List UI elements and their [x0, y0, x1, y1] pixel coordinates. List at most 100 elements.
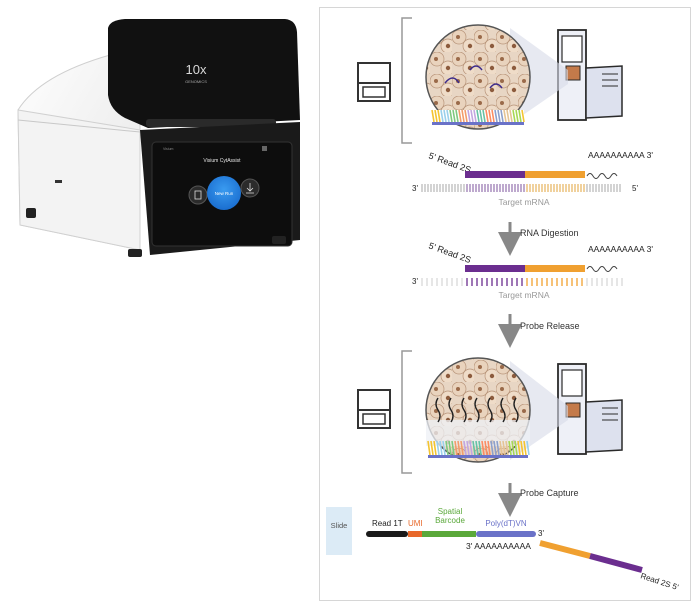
- barcode-stripe: [445, 440, 449, 456]
- barcode-stripe: [514, 440, 518, 456]
- barcode-stripe: [463, 440, 467, 456]
- barcode-stripe: [499, 440, 503, 456]
- barcode-stripe: [521, 109, 525, 123]
- instrument-foot: [272, 236, 286, 244]
- barcode-band: [431, 109, 525, 125]
- screen-title: Visium CytAssist: [203, 158, 241, 164]
- umi-label: UMI: [408, 519, 423, 528]
- digested-mrna-strand: [421, 278, 623, 286]
- umi-segment: [408, 531, 422, 537]
- workflow-diagram: 5' Read 2S AAAAAAAAAA 3' 3' 5' Target mR…: [326, 17, 680, 592]
- barcode-stripe: [497, 109, 501, 123]
- barcode-stripe: [442, 440, 446, 456]
- spatial-label: Spatial: [438, 507, 463, 516]
- step-probe-capture: Probe Capture: [520, 488, 579, 498]
- probe-tail: [586, 266, 618, 272]
- barcode-stripe: [461, 109, 465, 123]
- mrna-3prime: 3': [412, 184, 418, 193]
- poly-a-label: AAAAAAAAAA 3': [588, 244, 653, 254]
- barcode-stripe: [449, 109, 453, 123]
- cytassist-top-illustration: [357, 17, 623, 144]
- capture-area-bar: [432, 122, 524, 125]
- bracket: [401, 350, 412, 474]
- barcode-stripe: [493, 440, 497, 456]
- barcode-label: Barcode: [435, 516, 465, 525]
- new-run-button[interactable]: [207, 176, 241, 210]
- slide-icon: [357, 62, 391, 102]
- barcode-band: [427, 440, 530, 458]
- target-mrna-strand: [421, 184, 621, 192]
- barcode-stripe: [494, 109, 498, 123]
- barcode-stripe: [476, 109, 480, 123]
- barcode-stripe: [454, 440, 458, 456]
- polydt-label: Poly(dT)VN: [485, 519, 527, 528]
- read1t-segment: [366, 531, 408, 537]
- barcode-stripe: [523, 440, 527, 456]
- screen-corner-label: Visium: [163, 147, 174, 151]
- brand-logo: 10x: [186, 62, 207, 77]
- target-mrna-label: Target mRNA: [498, 197, 549, 207]
- mrna-3prime: 3': [412, 277, 418, 286]
- barcode-stripe: [478, 440, 482, 456]
- barcode-stripe: [467, 109, 471, 123]
- poly-a-label: AAAAAAAAAA 3': [588, 150, 653, 160]
- step-probe-release: Probe Release: [520, 321, 580, 331]
- barcode-stripe: [520, 440, 524, 456]
- read2s-end-label: Read 2S 5': [639, 571, 680, 592]
- released-probe: [448, 397, 454, 423]
- cytassist-release-illustration: [357, 350, 623, 474]
- barcode-stripe: [466, 440, 470, 456]
- document-icon[interactable]: [188, 185, 208, 205]
- released-probe: [513, 397, 519, 423]
- mrna-5prime: 5': [632, 184, 638, 193]
- barcode-stripe: [446, 109, 450, 123]
- slide-block: [326, 507, 352, 555]
- probe-purple-segment: [465, 265, 525, 272]
- slide-label: Slide: [331, 521, 348, 530]
- probe-purple-segment: [465, 171, 525, 178]
- barcode-stripe: [434, 109, 438, 123]
- released-probe: [474, 397, 480, 423]
- released-probe: [461, 397, 467, 423]
- cytassist-outline-icon: [557, 29, 623, 121]
- step-rna-digestion: RNA Digestion: [520, 228, 579, 238]
- capture-area-bar: [428, 455, 528, 458]
- new-run-label: New Run: [215, 191, 234, 196]
- barcode-stripe: [431, 109, 435, 123]
- instrument-front-panel: [108, 19, 300, 128]
- captured-orange-segment: [539, 540, 591, 559]
- barcode-stripe: [470, 109, 474, 123]
- polydt-segment: [476, 531, 536, 537]
- barcode-stripe: [505, 440, 509, 456]
- tissue-zoom-circle: [425, 357, 531, 463]
- three-prime-label: 3': [538, 529, 544, 538]
- released-probe: [487, 397, 493, 423]
- barcode-stripe: [457, 440, 461, 456]
- barcode-stripe: [439, 440, 443, 456]
- target-mrna-label: Target mRNA: [498, 290, 549, 300]
- side-port: [55, 180, 62, 183]
- barcode-stripe: [451, 440, 455, 456]
- cytassist-instrument: 10x GENOMICS Visium Visium CytAssist New…: [17, 19, 300, 257]
- barcode-stripe: [515, 109, 519, 123]
- barcode-stripe: [526, 440, 530, 456]
- probe-capture-schematic: Slide Read 1T UMI Spatial Barcode Poly(d…: [326, 507, 680, 592]
- spatial-barcode-segment: [422, 531, 476, 537]
- probe-orange-segment: [525, 265, 585, 272]
- barcode-stripe: [440, 109, 444, 123]
- screen-menu-icon[interactable]: [262, 146, 267, 151]
- barcode-stripe: [472, 440, 476, 456]
- barcode-stripe: [430, 440, 434, 456]
- barcode-stripe: [433, 440, 437, 456]
- barcode-stripe: [517, 440, 521, 456]
- workflow-diagram-panel: 5' Read 2S AAAAAAAAAA 3' 3' 5' Target mR…: [319, 7, 691, 601]
- probe-mrna-top: 5' Read 2S AAAAAAAAAA 3' 3' 5' Target mR…: [412, 150, 653, 207]
- barcode-stripe: [491, 109, 495, 123]
- probe-orange-segment: [525, 171, 585, 178]
- barcode-stripe: [448, 440, 452, 456]
- barcode-stripe: [452, 109, 456, 123]
- captured-poly-a: 3' AAAAAAAAAA: [466, 541, 531, 551]
- barcode-stripe: [500, 109, 504, 123]
- barcode-stripe: [518, 109, 522, 123]
- probe-mrna-digested: 5' Read 2S AAAAAAAAAA 3' 3' Target mRNA: [412, 240, 653, 300]
